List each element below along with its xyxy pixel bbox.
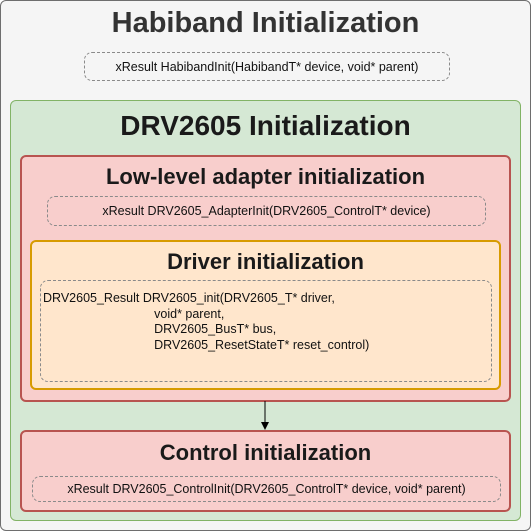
control-initialization-box: Control initialization xResult DRV2605_C…	[20, 430, 511, 512]
control-title: Control initialization	[159, 440, 372, 465]
adapter-title: Low-level adapter initialization	[105, 164, 426, 189]
driver-initialization-box: Driver initialization DRV2605_Result DRV…	[30, 240, 501, 390]
flow-arrow	[261, 401, 269, 430]
drv2605-title: DRV2605 Initialization	[120, 110, 411, 141]
adapter-init-signature: xResult DRV2605_AdapterInit(DRV2605_Cont…	[47, 196, 486, 226]
driver-title: Driver initialization	[167, 249, 364, 274]
driver-init-signature: DRV2605_Result DRV2605_init(DRV2605_T* d…	[40, 280, 492, 382]
control-init-signature: xResult DRV2605_ControlInit(DRV2605_Cont…	[32, 476, 501, 502]
habiband-title: Habiband Initialization	[111, 7, 420, 39]
habiband-init-signature: xResult HabibandInit(HabibandT* device, …	[84, 52, 450, 81]
